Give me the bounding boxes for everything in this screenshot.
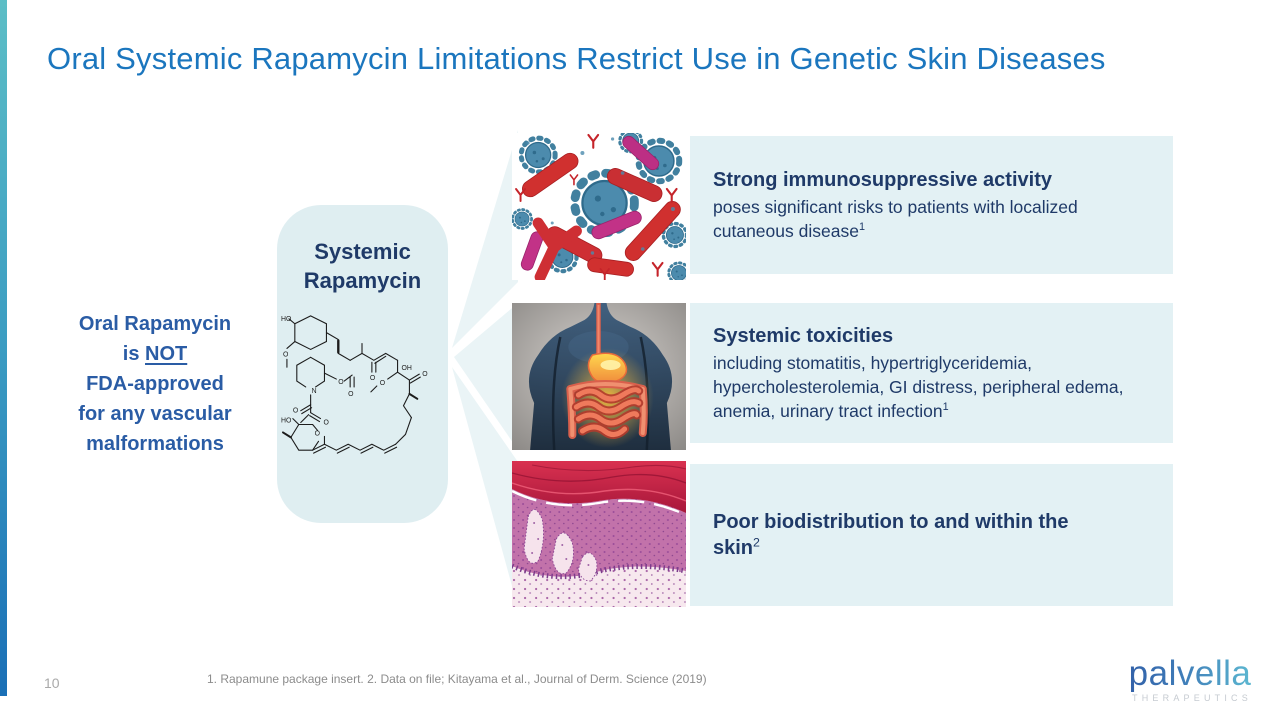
svg-text:N: N — [312, 388, 317, 395]
stratum-corneum-layer — [512, 461, 686, 517]
palvella-therapeutics-label: THERAPEUTICS — [1132, 693, 1252, 703]
panel-heading: Systemic toxicities — [713, 325, 894, 347]
svg-text:O: O — [323, 420, 329, 427]
connector-fan — [452, 130, 518, 608]
connector-wedge-bottom — [452, 367, 518, 608]
skin-histology-image — [512, 461, 686, 607]
panel-poor-biodistribution: Poor biodistribution to and within the s… — [690, 464, 1173, 606]
panel-heading: Poor biodistribution to and within the s… — [713, 511, 1069, 559]
callout-line: FDA-approved — [86, 373, 224, 395]
svg-text:O: O — [293, 408, 299, 415]
body-superscript: 1 — [858, 221, 865, 234]
systemic-rapamycin-label: Systemic Rapamycin — [277, 237, 448, 295]
body-superscript: 1 — [942, 401, 949, 414]
immunosuppression-image — [512, 133, 686, 280]
page-number: 10 — [44, 675, 60, 691]
svg-text:OH: OH — [402, 365, 412, 372]
papillae-nuclei-dots — [531, 522, 590, 566]
center-box-line: Systemic — [314, 239, 411, 264]
panel-immunosuppressive: Strong immunosuppressive activity poses … — [690, 136, 1173, 274]
panel-body: poses significant risks to patients with… — [713, 197, 1078, 241]
dermal-papillae — [523, 509, 598, 582]
svg-text:O: O — [315, 430, 321, 437]
small-intestine — [571, 385, 644, 439]
svg-text:O: O — [380, 380, 386, 387]
palvella-wordmark: palvella — [1114, 655, 1266, 692]
center-box-line: Rapamycin — [303, 268, 422, 293]
panel-systemic-toxicities: Systemic toxicities including stomatitis… — [690, 303, 1173, 443]
panel-body: including stomatitis, hypertriglyceridem… — [713, 353, 1124, 421]
svg-text:O: O — [422, 371, 428, 378]
systemic-toxicity-image — [512, 303, 686, 450]
shine-line — [512, 489, 686, 517]
systemic-rapamycin-box: Systemic Rapamycin — [277, 205, 448, 523]
connector-wedge-middle — [454, 303, 518, 450]
antibody-y-shapes — [515, 133, 678, 280]
svg-text:HO: HO — [281, 418, 292, 425]
callout-not-emphasis: NOT — [145, 343, 188, 365]
svg-text:O: O — [283, 351, 289, 358]
svg-text:O: O — [370, 375, 376, 382]
heading-superscript: 2 — [753, 535, 760, 550]
rapamycin-structure-diagram: HO O N O O HO O O O O OH O O — [281, 315, 428, 454]
palvella-logo: palvella THERAPEUTICS — [1114, 655, 1266, 703]
page-title: Oral Systemic Rapamycin Limitations Rest… — [47, 41, 1106, 76]
svg-text:O: O — [338, 379, 344, 386]
stomach — [587, 352, 628, 384]
panel-heading: Strong immunosuppressive activity — [713, 169, 1052, 191]
callout-line: is NOT — [30, 339, 280, 369]
callout-text: is — [122, 343, 146, 365]
connector-wedge-top — [452, 130, 518, 348]
oral-rapamycin-callout: Oral Rapamycin is NOT FDA-approved for a… — [30, 309, 280, 459]
virus-debris-dots — [526, 137, 675, 255]
footnote-references: 1. Rapamune package insert. 2. Data on f… — [207, 672, 707, 686]
edge-accent-bar — [0, 0, 7, 696]
callout-line: for any vascular — [78, 403, 232, 425]
callout-line: Oral Rapamycin — [78, 313, 232, 335]
callout-line: malformations — [86, 433, 224, 455]
svg-text:HO: HO — [281, 316, 292, 323]
svg-text:O: O — [348, 391, 354, 398]
